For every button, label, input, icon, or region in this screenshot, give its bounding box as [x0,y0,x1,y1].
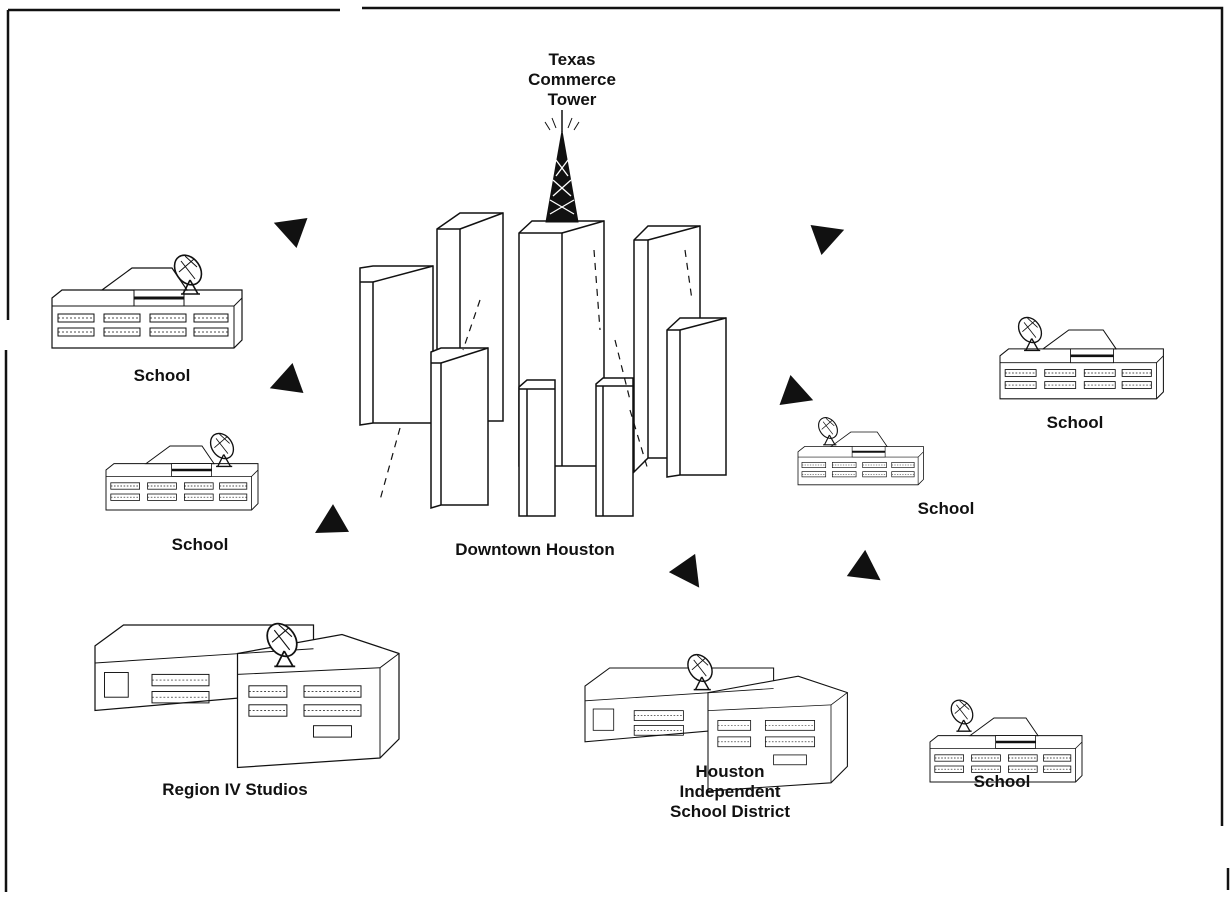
region-iv-building [94,617,400,769]
satellite-dish-icon [1013,312,1047,352]
signal-arrow [668,553,713,597]
downtown-skyline [359,212,727,517]
region-iv-label: Region IV Studios [162,780,308,799]
school-right-mid [797,413,925,486]
school-bottom-right [928,695,1084,784]
school-right-top [998,312,1165,401]
signal-arrow [810,214,850,256]
signal-arrow [307,504,349,547]
tower-label-line: Texas [548,50,596,69]
hisd-label: Houston Independent School District [630,762,830,822]
school-label: School [973,772,1031,791]
hisd-label-line: Houston [695,762,765,781]
school-mid-left [104,428,260,512]
signal-arrow [846,549,890,594]
tower-label: Texas Commerce Tower [512,50,632,110]
signal-arrow [264,362,304,404]
school-label: School [917,499,975,518]
tower-label-line: Commerce [528,70,616,89]
hisd-label-line: Independent [679,782,781,801]
hisd-label-line: School District [670,802,790,821]
tower-label-line: Tower [547,90,597,109]
school-label: School [133,366,191,385]
frame-border [4,6,1230,892]
satellite-dish-icon [814,413,842,446]
school-top-left [50,249,244,350]
tower-antenna [544,110,580,223]
school-label: School [1046,413,1104,432]
downtown-label: Downtown Houston [455,540,615,559]
satellite-dish-icon [946,695,978,732]
signal-arrow [268,207,308,249]
school-label: School [171,535,229,554]
signal-arrow [779,374,819,416]
